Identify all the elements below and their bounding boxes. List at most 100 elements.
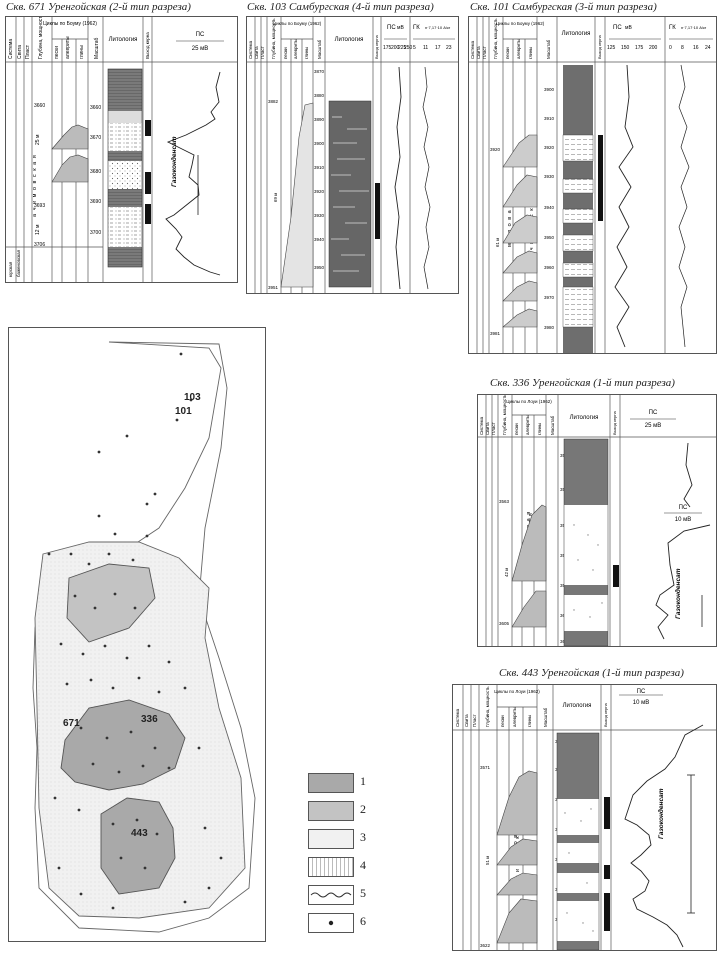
svg-text:3890: 3890 [314,117,325,122]
col-cycles: Циклы по Боуму (1962) [43,21,97,27]
svg-text:200: 200 [649,45,658,51]
svg-text:пески: пески [514,423,519,435]
svg-text:3920: 3920 [490,147,501,152]
svg-text:3950: 3950 [544,235,555,240]
svg-text:пески: пески [505,47,510,59]
svg-text:ПС: ПС [196,32,205,38]
svg-text:25 м: 25 м [35,134,41,145]
gas-condensate-label: Газоконденсат [674,568,682,619]
well-103-panel: Система Свита Пласт Глубина, мощность Ци… [246,16,459,294]
col-clay: глины [79,45,85,59]
svg-text:Пласт: Пласт [491,422,496,435]
col-scale: Масштаб [94,37,100,59]
legend-swatch-4 [308,857,354,877]
ps-scale-top: ПС 25 мВ [630,410,676,429]
svg-text:Глубина, мощность: Глубина, мощность [502,395,507,435]
svg-text:3940: 3940 [314,237,325,242]
svg-text:3706: 3706 [34,242,45,248]
field-map: 103 101 671 336 443 [8,327,266,942]
svg-text:69 м: 69 м [273,193,278,202]
svg-text:ПС: ПС [649,410,658,416]
strat-bazhenov: баженовская [16,249,21,277]
svg-text:3920: 3920 [314,189,325,194]
svg-text:Литология: Литология [563,703,592,709]
map-label-671: 671 [63,718,80,729]
svg-text:3882: 3882 [268,99,279,104]
svg-text:глины: глины [537,423,542,435]
gk-scale: ГК n·7,17·10 А/кг 5 11 17 23 [413,25,455,51]
svg-text:3980: 3980 [544,325,555,330]
svg-text:3930: 3930 [314,213,325,218]
well-336-title: Скв. 336 Уренгойская (1-й тип разреза) [490,377,675,389]
svg-text:3880: 3880 [314,93,325,98]
svg-text:Выход керна: Выход керна [603,702,608,727]
ps-scale: ПС мВ 175 200 225 250 [383,25,413,51]
svg-text:Пласт: Пласт [260,46,265,59]
col-depth: Глубина, мощность [38,17,44,59]
legend-item-4: 4 [308,857,388,877]
svg-text:23: 23 [446,45,452,51]
svg-text:м е л о в а я: м е л о в а я [507,203,513,247]
svg-text:3910: 3910 [314,165,325,170]
svg-text:3940: 3940 [544,205,555,210]
svg-text:Свита: Свита [464,714,469,727]
svg-text:алевриты: алевриты [525,415,530,435]
col-layer: Пласт [25,44,31,59]
svg-text:125: 125 [607,45,616,51]
svg-text:150: 150 [621,45,630,51]
svg-text:n·7,17·10 А/кг: n·7,17·10 А/кг [681,25,707,30]
svg-text:25 мВ: 25 мВ [645,423,661,429]
map-label-101: 101 [175,406,192,417]
well-101-log: Система Свита Пласт Глубина, мощность Ци… [469,17,716,353]
legend-swatch-6 [308,913,354,933]
svg-text:Система: Система [470,40,475,59]
svg-text:ГК: ГК [413,25,420,31]
svg-text:ПС: ПС [637,689,646,695]
svg-text:Глубина, мощность: Глубина, мощность [271,18,276,59]
svg-text:алевриты: алевриты [516,39,521,59]
col-system: Система [8,39,14,59]
legend-swatch-3 [308,829,354,849]
svg-text:глины: глины [527,715,532,727]
svg-text:3910: 3910 [544,116,555,121]
svg-text:Свита: Свита [476,46,481,59]
svg-text:3900: 3900 [314,141,325,146]
legend: 1 2 3 4 5 6 [308,773,388,943]
svg-text:3870: 3870 [314,69,325,74]
svg-text:3690: 3690 [90,199,101,205]
svg-text:3563: 3563 [499,499,510,504]
col-sand: пески [54,46,60,59]
col-suite: Свита [17,45,23,59]
svg-text:ГК: ГК [669,25,676,31]
well-671-title: Скв. 671 Уренгойская (2-й тип разреза) [6,1,191,13]
strat-achimov: а ч и м о в с к а я [32,154,38,217]
legend-swatch-5 [308,885,354,905]
well-443-title: Скв. 443 Уренгойская (1-й тип разреза) [499,667,684,679]
svg-text:3930: 3930 [544,174,555,179]
legend-swatch-1 [308,773,354,793]
col-core: Выход керна [145,32,150,59]
legend-swatch-2 [308,801,354,821]
svg-text:5: 5 [413,45,416,51]
legend-item-6: 6 [308,913,388,933]
well-336-log: Система Свита Пласт Глубина, мощность Ци… [478,395,716,646]
legend-item-1: 1 [308,773,388,793]
map-svg: 103 101 671 336 443 [32,341,256,933]
svg-text:61 м: 61 м [495,238,500,247]
well-336-panel: Система Свита Пласт Глубина, мощность Ци… [477,394,717,647]
svg-text:Циклы по Боуму (1962): Циклы по Боуму (1962) [496,21,545,26]
svg-text:Циклы по Лоуи (1962): Циклы по Лоуи (1962) [494,689,540,694]
svg-text:глины: глины [528,47,533,59]
svg-text:Система: Система [248,40,253,59]
svg-text:Циклы по Боуму (1962): Циклы по Боуму (1962) [273,21,322,26]
svg-text:Масштаб: Масштаб [550,415,555,435]
svg-text:3970: 3970 [544,295,555,300]
svg-text:Глубина, мощность: Глубина, мощность [493,18,498,59]
svg-text:8: 8 [681,45,684,51]
gas-condensate-label: Газоконденсат [657,788,665,839]
svg-text:Выход керна: Выход керна [374,34,379,59]
well-101-panel: Система Свита Пласт Глубина, мощность Ци… [468,16,717,354]
svg-text:3981: 3981 [490,331,501,336]
svg-text:24: 24 [705,45,711,51]
gk-scale: ГК n·7,17·10 А/кг 0 8 16 24 [669,25,713,51]
